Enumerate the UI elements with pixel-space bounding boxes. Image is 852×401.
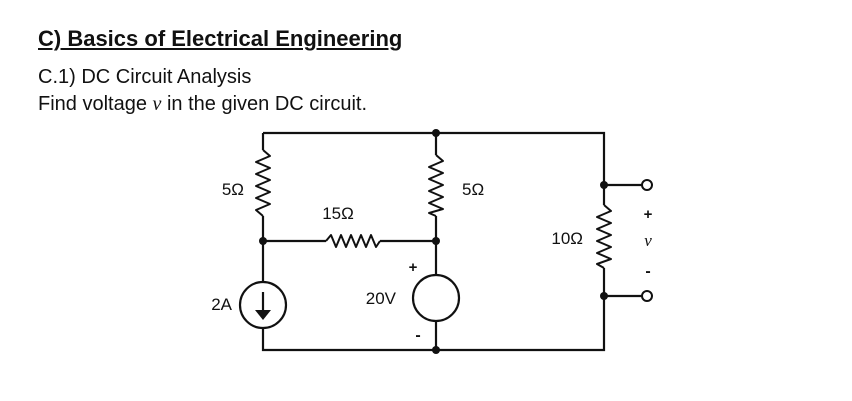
label-current-source: 2A [211, 295, 232, 314]
terminal-top [641, 179, 653, 191]
arrow-down-icon [255, 310, 271, 320]
junction-dot [600, 181, 608, 189]
resistor-center [428, 154, 444, 217]
label-output-variable: v [644, 231, 652, 250]
label-voltage-source: 20V [366, 289, 397, 308]
label-output-minus: - [645, 263, 650, 280]
junction-dot [432, 346, 440, 354]
resistor-right [596, 204, 612, 269]
label-vs-plus: + [409, 259, 418, 276]
voltage-source [411, 273, 461, 323]
prompt-text-after: in the given DC circuit. [161, 93, 368, 115]
resistor-middle [325, 234, 381, 248]
label-r-left: 5Ω [222, 180, 244, 199]
label-output-plus: + [644, 206, 653, 223]
wire-top [263, 131, 606, 185]
junction-dot [600, 292, 608, 300]
resistor-left [255, 149, 271, 217]
problem-statement: Find voltage v in the given DC circuit. [38, 93, 367, 116]
section-heading: C) Basics of Electrical Engineering [38, 26, 403, 51]
label-r-center: 5Ω [462, 180, 484, 199]
label-vs-minus: - [415, 327, 420, 344]
prompt-variable: v [152, 93, 162, 115]
prompt-text-before: Find voltage [38, 93, 153, 115]
label-r-right: 10Ω [551, 229, 583, 248]
label-r-mid: 15Ω [322, 204, 354, 223]
junction-dot [432, 237, 440, 245]
terminal-bottom [641, 290, 653, 302]
current-source [238, 280, 288, 330]
junction-dot [259, 237, 267, 245]
junction-dot [432, 129, 440, 137]
subsection-heading: C.1) DC Circuit Analysis [38, 66, 252, 88]
